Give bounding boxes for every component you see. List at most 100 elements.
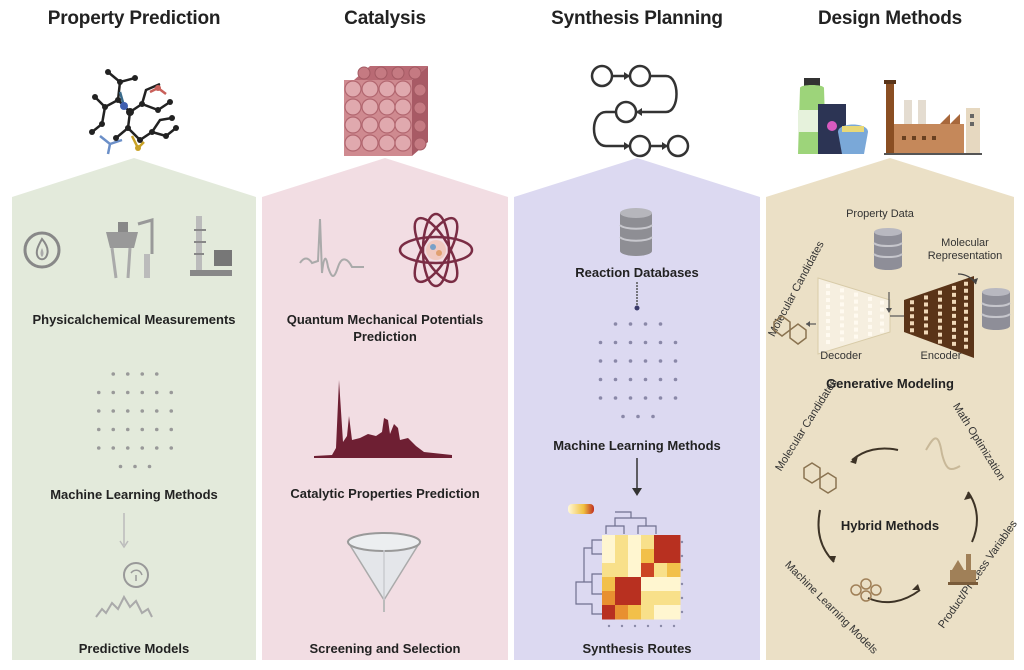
network-node (658, 377, 663, 382)
database-icon (873, 228, 903, 270)
network-node (938, 304, 942, 309)
network-node (826, 326, 830, 331)
network-node (169, 409, 174, 413)
network-node (938, 325, 942, 330)
step-quantum-mechanical-potentials: Quantum Mechanical Potentials Prediction (286, 312, 484, 344)
network-node (154, 427, 159, 432)
heatmap-cell (667, 549, 681, 564)
network-node (964, 337, 968, 342)
funnel-icon (346, 532, 422, 612)
network-node (140, 372, 145, 376)
heatmap-cell (667, 591, 681, 606)
network-node (964, 281, 968, 286)
heatmap-cell (654, 535, 668, 550)
heatmap-cell (654, 577, 668, 592)
column-title-synthesis-planning: Synthesis Planning (551, 8, 723, 29)
column-title-design-methods: Design Methods (818, 8, 962, 29)
network-node (924, 309, 928, 314)
step-reaction-databases: Reaction Databases (575, 265, 699, 280)
atom-lattice-cube-icon (344, 66, 428, 156)
heatmap-cell (667, 563, 681, 578)
database-icon (619, 208, 653, 256)
heatmap-cell (628, 605, 642, 620)
network-node (169, 446, 174, 450)
network-node (938, 297, 942, 302)
heatmap-cell (641, 591, 655, 606)
heatmap-cell (667, 605, 681, 620)
network-node (964, 316, 968, 321)
network-node (125, 372, 130, 376)
network-node (613, 322, 618, 326)
network-node (964, 344, 968, 349)
heatmap-cell (641, 549, 655, 564)
network-node (96, 409, 101, 413)
network-node (643, 359, 648, 363)
label-property-data: Property Data (846, 208, 914, 220)
neural-network-dots-icon (598, 322, 678, 419)
network-node (613, 377, 618, 382)
network-node (938, 290, 942, 295)
heatmap-cell (602, 605, 616, 620)
network-node (643, 396, 648, 400)
encoder-nodes (910, 281, 968, 349)
network-node (643, 322, 648, 326)
network-node (840, 302, 844, 307)
network-node (854, 313, 858, 318)
step-predictive-models: Predictive Models (78, 641, 190, 656)
heatmap-cell (628, 591, 642, 606)
network-node (868, 310, 872, 315)
decoder-nodes (826, 284, 884, 345)
network-node (854, 327, 858, 332)
network-node (880, 300, 884, 305)
network-node (964, 288, 968, 293)
network-node (868, 296, 872, 301)
distillation-apparatus-icon (106, 218, 154, 279)
network-node (826, 305, 830, 310)
optimization-curve-icon (925, 437, 961, 471)
network-node (598, 377, 603, 382)
network-node (924, 330, 928, 335)
network-node (952, 292, 956, 297)
step-machine-learning-methods-2: Machine Learning Methods (553, 438, 721, 453)
network-node (154, 390, 159, 395)
network-node (643, 340, 648, 345)
network-node (147, 464, 152, 469)
network-node (938, 318, 942, 323)
network-node (111, 372, 116, 376)
network-node (938, 332, 942, 337)
waveform-icon (299, 218, 364, 277)
network-node (154, 372, 159, 376)
network-node (840, 295, 844, 300)
column-title-property-prediction: Property Prediction (47, 8, 221, 29)
network-node (613, 396, 618, 400)
network-node (133, 464, 137, 469)
network-node (658, 340, 663, 345)
network-node (658, 322, 663, 326)
network-node (964, 323, 968, 328)
heatmap-cell (667, 577, 681, 592)
heatmap-cell (641, 577, 655, 592)
network-node (154, 446, 159, 450)
network-node (598, 340, 603, 345)
network-node (628, 340, 633, 345)
network-node (910, 307, 914, 312)
heatmap-cell (667, 535, 681, 550)
network-node (154, 409, 159, 413)
heatmap-cells (602, 535, 681, 620)
heatmap-cell (615, 563, 629, 578)
heatmap-cell (602, 549, 616, 564)
network-node (840, 288, 844, 293)
network-node (964, 302, 968, 307)
network-node (826, 291, 830, 296)
network-node (826, 284, 830, 289)
network-node (868, 324, 872, 329)
network-node (125, 446, 130, 450)
network-node (964, 330, 968, 335)
network-node (910, 328, 914, 333)
arrow-down-icon (634, 282, 640, 311)
microscope-apparatus-icon (190, 216, 232, 276)
heatmap-cell (654, 563, 668, 578)
network-node (673, 359, 678, 363)
heatmap-cell (615, 535, 629, 550)
heatmap-cell (628, 549, 642, 564)
